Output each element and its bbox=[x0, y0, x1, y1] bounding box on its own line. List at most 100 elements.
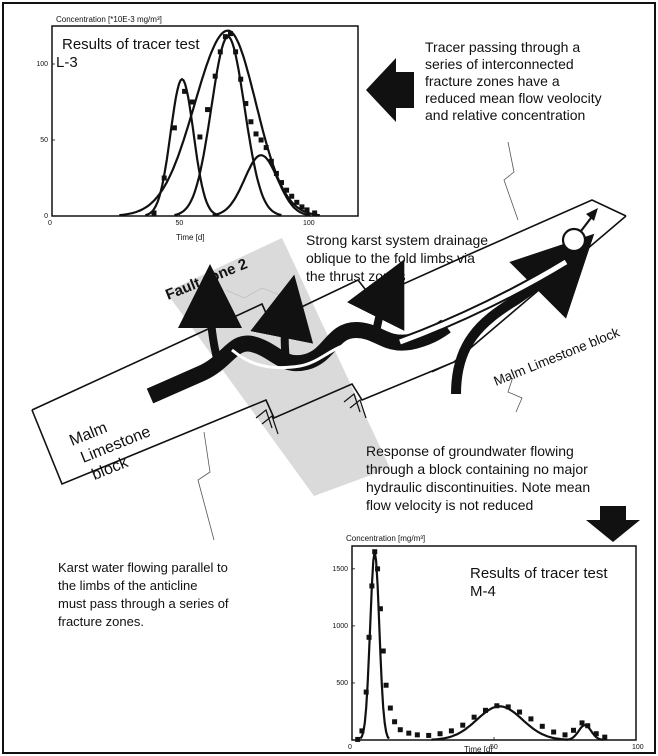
x-tick-label: 0 bbox=[48, 220, 52, 227]
chart-l3: Concentration [*10E-3 mg/m³] Results of … bbox=[36, 15, 359, 242]
annotation-karst-parallel: Karst water flowing parallel to the limb… bbox=[58, 560, 232, 629]
chart-m4-ylabel: Concentration [mg/m³] bbox=[346, 534, 425, 543]
fit-curve-1 bbox=[145, 77, 220, 217]
malm-block-right-label: Malm Limestone block bbox=[492, 324, 622, 388]
chart-m4: Concentration [mg/m³] Results of tracer … bbox=[332, 534, 643, 754]
data-point bbox=[222, 34, 228, 40]
data-point bbox=[294, 199, 300, 205]
data-point bbox=[248, 119, 254, 125]
data-point bbox=[460, 722, 466, 728]
data-point bbox=[363, 689, 369, 695]
data-point bbox=[571, 727, 577, 733]
data-point bbox=[602, 734, 608, 740]
data-point bbox=[539, 723, 545, 729]
flow-branch-2 bbox=[250, 274, 314, 361]
data-point bbox=[233, 49, 239, 55]
data-point bbox=[284, 187, 290, 193]
chart-m4-title: Results of tracer test bbox=[470, 565, 608, 582]
data-point bbox=[383, 682, 389, 688]
data-point bbox=[369, 583, 375, 589]
annotation-reduced-velocity: Tracer passing through a series of inter… bbox=[425, 39, 606, 123]
left-arrow-icon bbox=[366, 58, 414, 122]
x-tick-label: 50 bbox=[176, 220, 184, 227]
chart-m4-title-line2: M-4 bbox=[470, 583, 496, 600]
chart-l3-title: Results of tracer test bbox=[62, 36, 200, 53]
data-point bbox=[448, 728, 454, 734]
data-point bbox=[372, 549, 378, 555]
data-point bbox=[312, 210, 318, 216]
down-arrow-icon bbox=[586, 506, 640, 542]
data-point bbox=[189, 99, 195, 105]
fit-curve-3 bbox=[566, 724, 604, 741]
data-point bbox=[299, 204, 305, 210]
data-point bbox=[279, 180, 284, 186]
y-tick-label: 500 bbox=[336, 680, 348, 687]
fit-curve-3 bbox=[212, 154, 311, 217]
chart-l3-ylabel: Concentration [*10E-3 mg/m³] bbox=[56, 15, 162, 24]
fit-curve-2 bbox=[431, 705, 568, 741]
spring-icon bbox=[561, 227, 587, 253]
data-point bbox=[505, 704, 511, 710]
data-point bbox=[355, 736, 361, 742]
data-point bbox=[406, 730, 412, 736]
leader-line-right bbox=[507, 379, 523, 413]
data-point bbox=[273, 170, 279, 176]
data-point bbox=[359, 728, 365, 734]
data-point bbox=[387, 705, 393, 711]
data-point bbox=[426, 732, 432, 738]
data-point bbox=[471, 714, 477, 720]
thrust-symbols bbox=[255, 392, 367, 435]
leader-line-left bbox=[197, 431, 215, 541]
flow-branch-3 bbox=[347, 259, 405, 335]
data-point bbox=[517, 709, 523, 715]
data-point bbox=[258, 137, 264, 143]
data-point bbox=[238, 76, 244, 82]
y-tick-label: 1000 bbox=[332, 623, 348, 630]
data-point bbox=[171, 125, 177, 131]
data-point bbox=[205, 107, 211, 113]
chart-m4-ticks: 0 50 100 500 1000 1500 bbox=[332, 566, 643, 751]
data-point bbox=[197, 134, 203, 140]
data-point bbox=[551, 729, 557, 735]
data-point bbox=[437, 731, 443, 737]
data-point bbox=[494, 703, 500, 709]
data-point bbox=[151, 210, 157, 216]
y-tick-label: 1500 bbox=[332, 566, 348, 573]
data-point bbox=[585, 723, 591, 729]
data-point bbox=[528, 716, 534, 722]
data-point bbox=[253, 131, 259, 137]
y-tick-label: 0 bbox=[44, 213, 48, 220]
data-point bbox=[182, 88, 188, 94]
chart-m4-xlabel: Time [d] bbox=[464, 745, 493, 754]
data-point bbox=[380, 648, 386, 654]
data-point bbox=[263, 145, 269, 151]
chart-l3-points bbox=[151, 31, 318, 216]
y-tick-label: 100 bbox=[36, 61, 48, 68]
annotation-karst-drainage: Strong karst system drainage oblique to … bbox=[306, 232, 492, 284]
chart-l3-xlabel: Time [d] bbox=[176, 233, 205, 242]
data-point bbox=[482, 707, 488, 713]
karst-flow-highlight bbox=[231, 342, 409, 370]
data-point bbox=[392, 719, 398, 725]
chart-l3-title-line2: L-3 bbox=[56, 54, 78, 71]
data-point bbox=[397, 727, 403, 733]
data-point bbox=[268, 158, 274, 164]
data-point bbox=[243, 101, 249, 107]
flow-branch-1 bbox=[178, 264, 243, 364]
x-tick-label: 100 bbox=[632, 744, 644, 751]
y-tick-label: 50 bbox=[40, 137, 48, 144]
x-tick-label: 50 bbox=[490, 744, 498, 751]
data-point bbox=[212, 73, 218, 79]
data-point bbox=[414, 732, 420, 738]
data-point bbox=[289, 193, 295, 199]
data-point bbox=[562, 732, 568, 738]
data-point bbox=[375, 566, 381, 572]
chart-l3-frame bbox=[51, 25, 359, 217]
x-tick-label: 100 bbox=[303, 220, 315, 227]
x-tick-label: 0 bbox=[348, 744, 352, 751]
data-point bbox=[593, 731, 599, 737]
data-point bbox=[377, 606, 383, 612]
